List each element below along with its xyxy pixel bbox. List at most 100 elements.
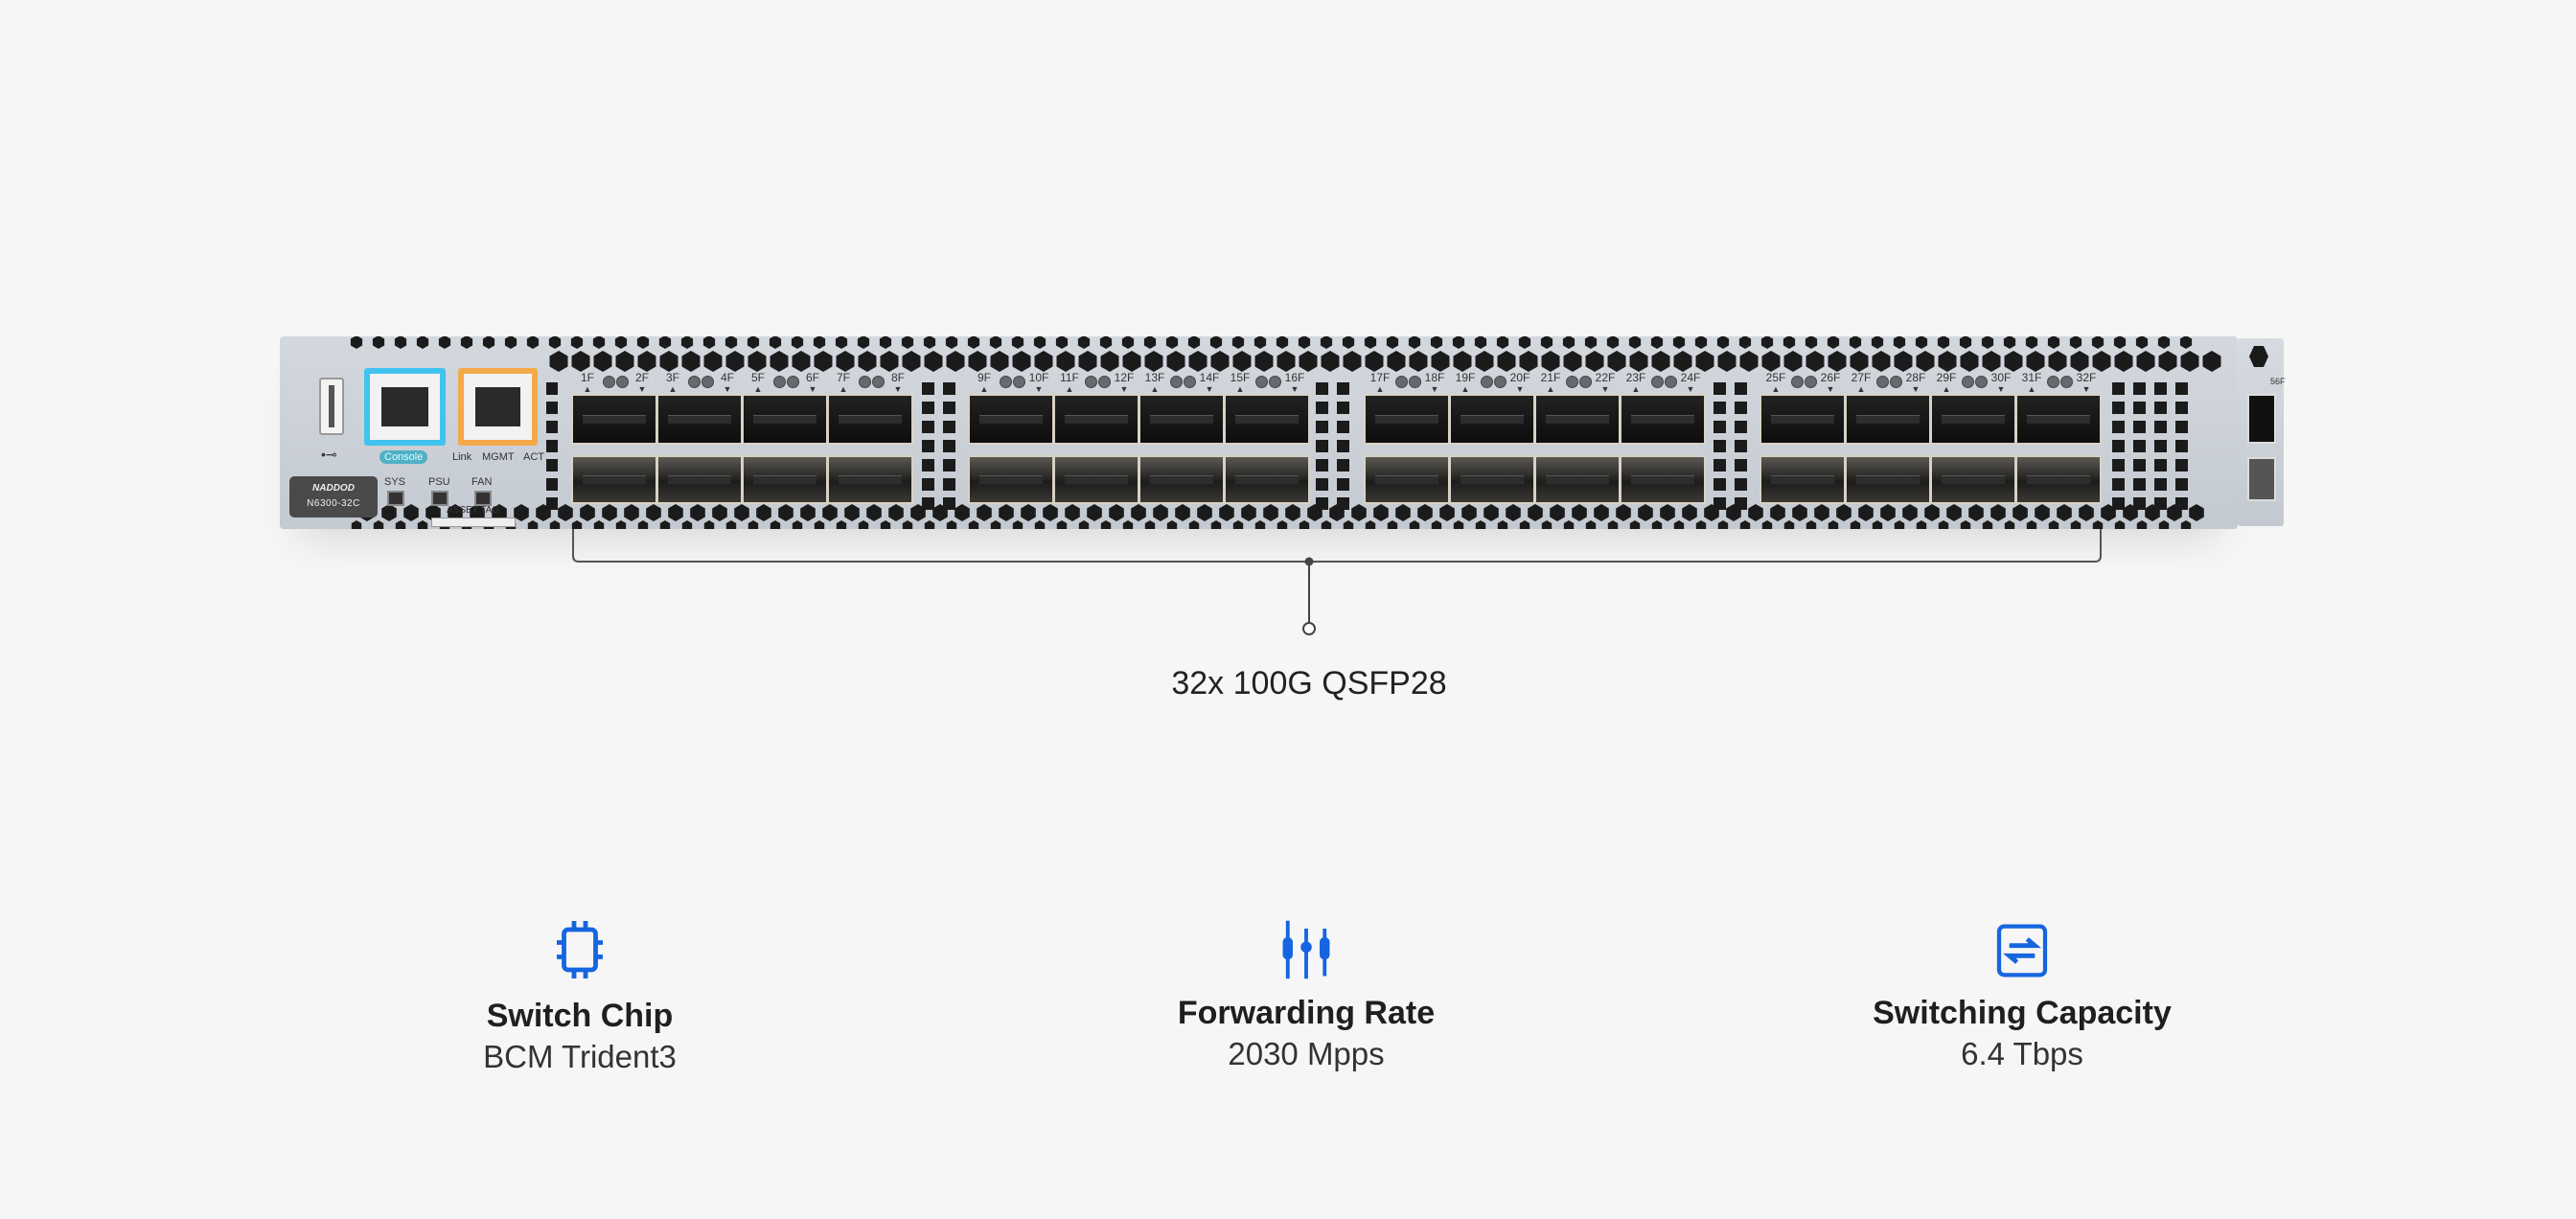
qsfp28-port-28[interactable]: [1845, 455, 1931, 504]
qsfp28-port-23[interactable]: [1620, 394, 1706, 445]
qsfp28-port-7[interactable]: [827, 394, 913, 445]
sfp-port[interactable]: [2247, 394, 2276, 444]
qsfp28-port-10[interactable]: [968, 455, 1054, 504]
qsfp28-port-6[interactable]: [742, 455, 828, 504]
vent-hole: [546, 478, 558, 491]
qsfp28-port-1[interactable]: [571, 394, 657, 445]
vent-hole: [1563, 520, 1575, 529]
qsfp28-port-13[interactable]: [1138, 394, 1225, 445]
vent-hole: [836, 520, 847, 529]
qsfp28-port-8[interactable]: [827, 455, 913, 504]
qsfp28-port-2[interactable]: [571, 455, 657, 504]
fan-led: [474, 491, 492, 506]
vent-hole: [1695, 351, 1714, 372]
arrow-down-icon: ▼: [893, 384, 903, 394]
vent-hole: [1735, 497, 1747, 510]
qsfp28-port-3[interactable]: [656, 394, 743, 445]
port-number: 30F: [1990, 371, 2012, 384]
port-led: [1494, 376, 1506, 388]
port-label: 7F▲: [829, 372, 858, 395]
qsfp28-port-25[interactable]: [1760, 394, 1846, 445]
port-led: [702, 376, 714, 388]
vent-hole: [922, 421, 934, 433]
vent-hole: [1946, 504, 1962, 521]
qsfp28-port-11[interactable]: [1053, 394, 1139, 445]
qsfp28-port-31[interactable]: [2015, 394, 2102, 445]
vent-hole: [1528, 504, 1543, 521]
vent-hole: [748, 520, 759, 529]
vent-hole: [1981, 336, 1994, 349]
port-number: 12F: [1114, 371, 1135, 384]
vent-hole: [748, 351, 767, 372]
qsfp28-port-19[interactable]: [1449, 394, 1535, 445]
arrow-up-icon: ▲: [1771, 384, 1781, 394]
qsfp28-port-4[interactable]: [656, 455, 743, 504]
qsfp28-port-32[interactable]: [2015, 455, 2102, 504]
port-led: [1269, 376, 1281, 388]
qsfp28-port-17[interactable]: [1364, 394, 1450, 445]
qsfp28-port-15[interactable]: [1224, 394, 1310, 445]
vent-hole: [866, 504, 882, 521]
qsfp28-port-30[interactable]: [1930, 455, 2016, 504]
vent-hole: [943, 440, 955, 452]
vent-hole: [1496, 336, 1509, 349]
qsfp28-port-21[interactable]: [1534, 394, 1621, 445]
qsfp28-port-27[interactable]: [1845, 394, 1931, 445]
vent-hole: [1739, 351, 1759, 372]
vent-hole: [1673, 520, 1685, 529]
arrow-down-icon: ▼: [1205, 384, 1214, 394]
qsfp28-port-20[interactable]: [1449, 455, 1535, 504]
vent-hole: [615, 351, 634, 372]
vent-hole: [1337, 440, 1349, 452]
vent-hole: [792, 351, 811, 372]
qsfp28-port-5[interactable]: [742, 394, 828, 445]
port-number: 2F: [634, 371, 649, 384]
vent-hole: [1761, 520, 1773, 529]
vent-hole: [1628, 336, 1642, 349]
vent-hole: [658, 336, 672, 349]
sfp-port[interactable]: [2247, 457, 2276, 501]
vent-hole: [1012, 351, 1031, 372]
feature-switching-capacity: Switching Capacity 6.4 Tbps: [1782, 920, 2262, 1072]
vent-hole: [417, 520, 428, 529]
qsfp28-port-9[interactable]: [968, 394, 1054, 445]
vent-hole: [1828, 351, 1847, 372]
vent-hole: [1210, 520, 1222, 529]
qsfp28-port-29[interactable]: [1930, 394, 2016, 445]
vent-hole: [1584, 336, 1598, 349]
vent-hole: [1563, 351, 1582, 372]
mgmt-port[interactable]: [458, 368, 538, 446]
sys-led: [387, 491, 404, 506]
qsfp28-port-14[interactable]: [1138, 455, 1225, 504]
feature-value: 2030 Mpps: [1228, 1036, 1385, 1071]
usb-port[interactable]: [319, 378, 344, 435]
vent-hole: [1893, 336, 1906, 349]
qsfp28-port-18[interactable]: [1364, 455, 1450, 504]
asset-tag-slot[interactable]: [431, 518, 516, 527]
qsfp28-port-26[interactable]: [1760, 455, 1846, 504]
qsfp28-port-12[interactable]: [1053, 455, 1139, 504]
qsfp28-port-22[interactable]: [1534, 455, 1621, 504]
vent-hole: [924, 351, 943, 372]
port-number: 18F: [1424, 371, 1445, 384]
qsfp28-port-16[interactable]: [1224, 455, 1310, 504]
vent-hole: [1735, 402, 1747, 414]
vent-hole: [1475, 351, 1494, 372]
vent-hole: [394, 336, 407, 349]
vent-hole: [592, 336, 606, 349]
port-label: 13F▲: [1140, 372, 1169, 395]
vent-hole: [2057, 504, 2072, 521]
vent-hole: [1806, 351, 1825, 372]
vent-hole: [1717, 351, 1736, 372]
port-label: 8F▼: [884, 372, 912, 395]
port-led: [773, 376, 786, 388]
qsfp28-port-24[interactable]: [1620, 455, 1706, 504]
port-led: [1579, 376, 1592, 388]
port-label: 10F▼: [1024, 372, 1053, 395]
vent-hole: [922, 440, 934, 452]
vent-hole: [1121, 336, 1135, 349]
vent-hole: [770, 351, 789, 372]
vent-hole: [1365, 351, 1384, 372]
vent-hole: [943, 459, 955, 472]
console-port[interactable]: [364, 368, 446, 446]
